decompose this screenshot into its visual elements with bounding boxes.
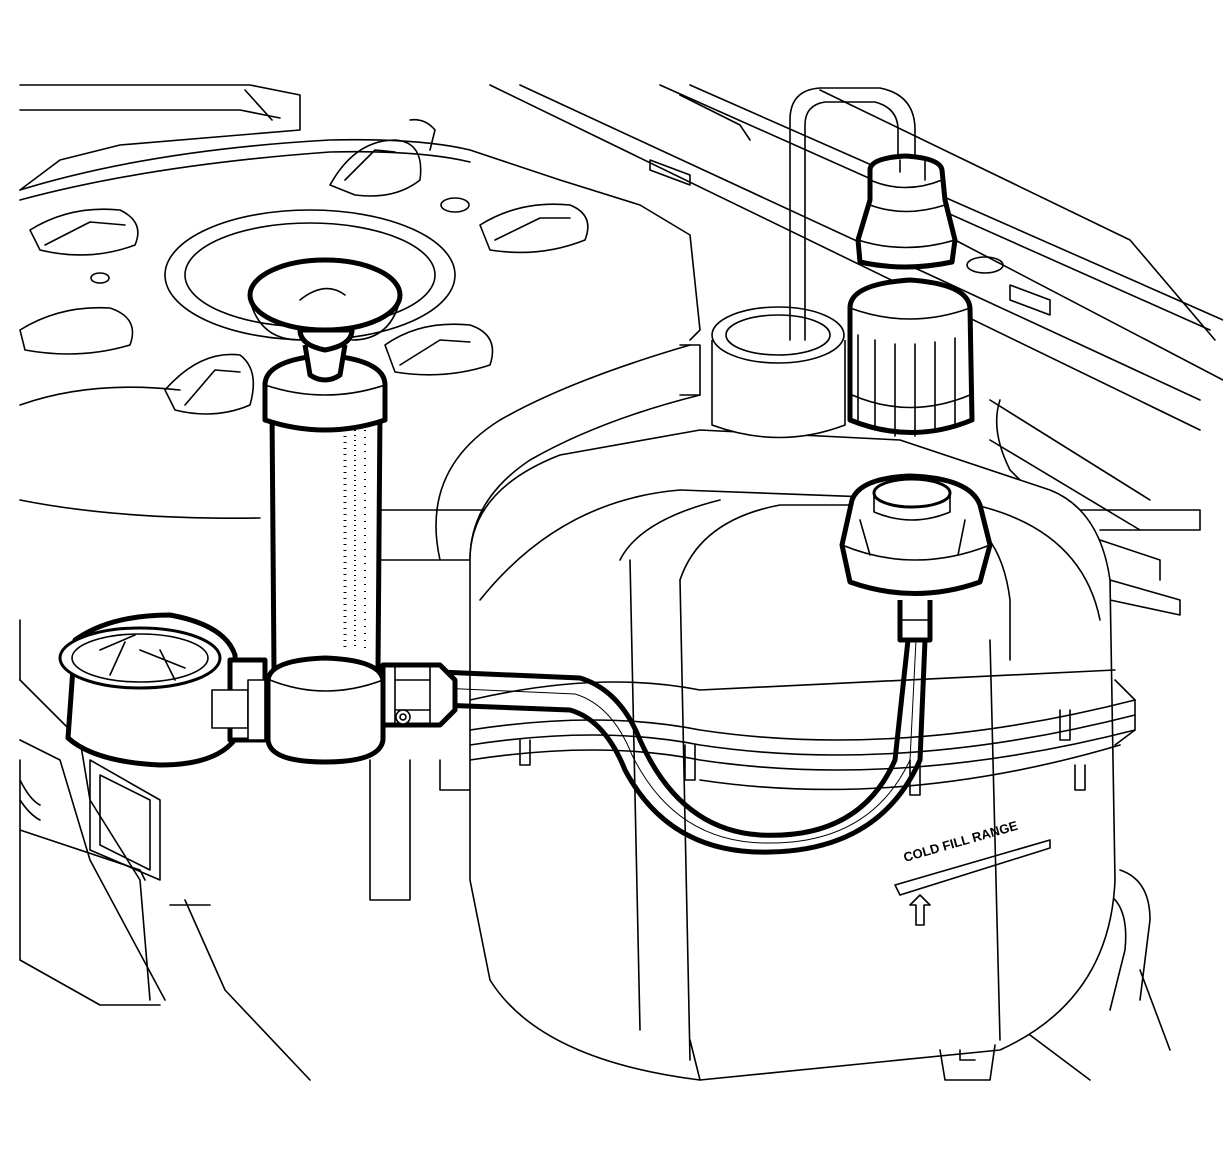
adapter-tube — [789, 87, 916, 341]
radiator-cap — [855, 153, 958, 270]
pump-shading — [343, 430, 366, 650]
tester-hose — [437, 637, 928, 855]
coolant-reservoir: COLD FILL RANGE — [469, 429, 1136, 1081]
reservoir-filler-neck — [711, 306, 846, 439]
cap-adapter — [847, 277, 975, 437]
pressure-gauge — [58, 612, 268, 768]
hand-pump — [247, 257, 458, 765]
tester-adapter — [839, 473, 993, 643]
